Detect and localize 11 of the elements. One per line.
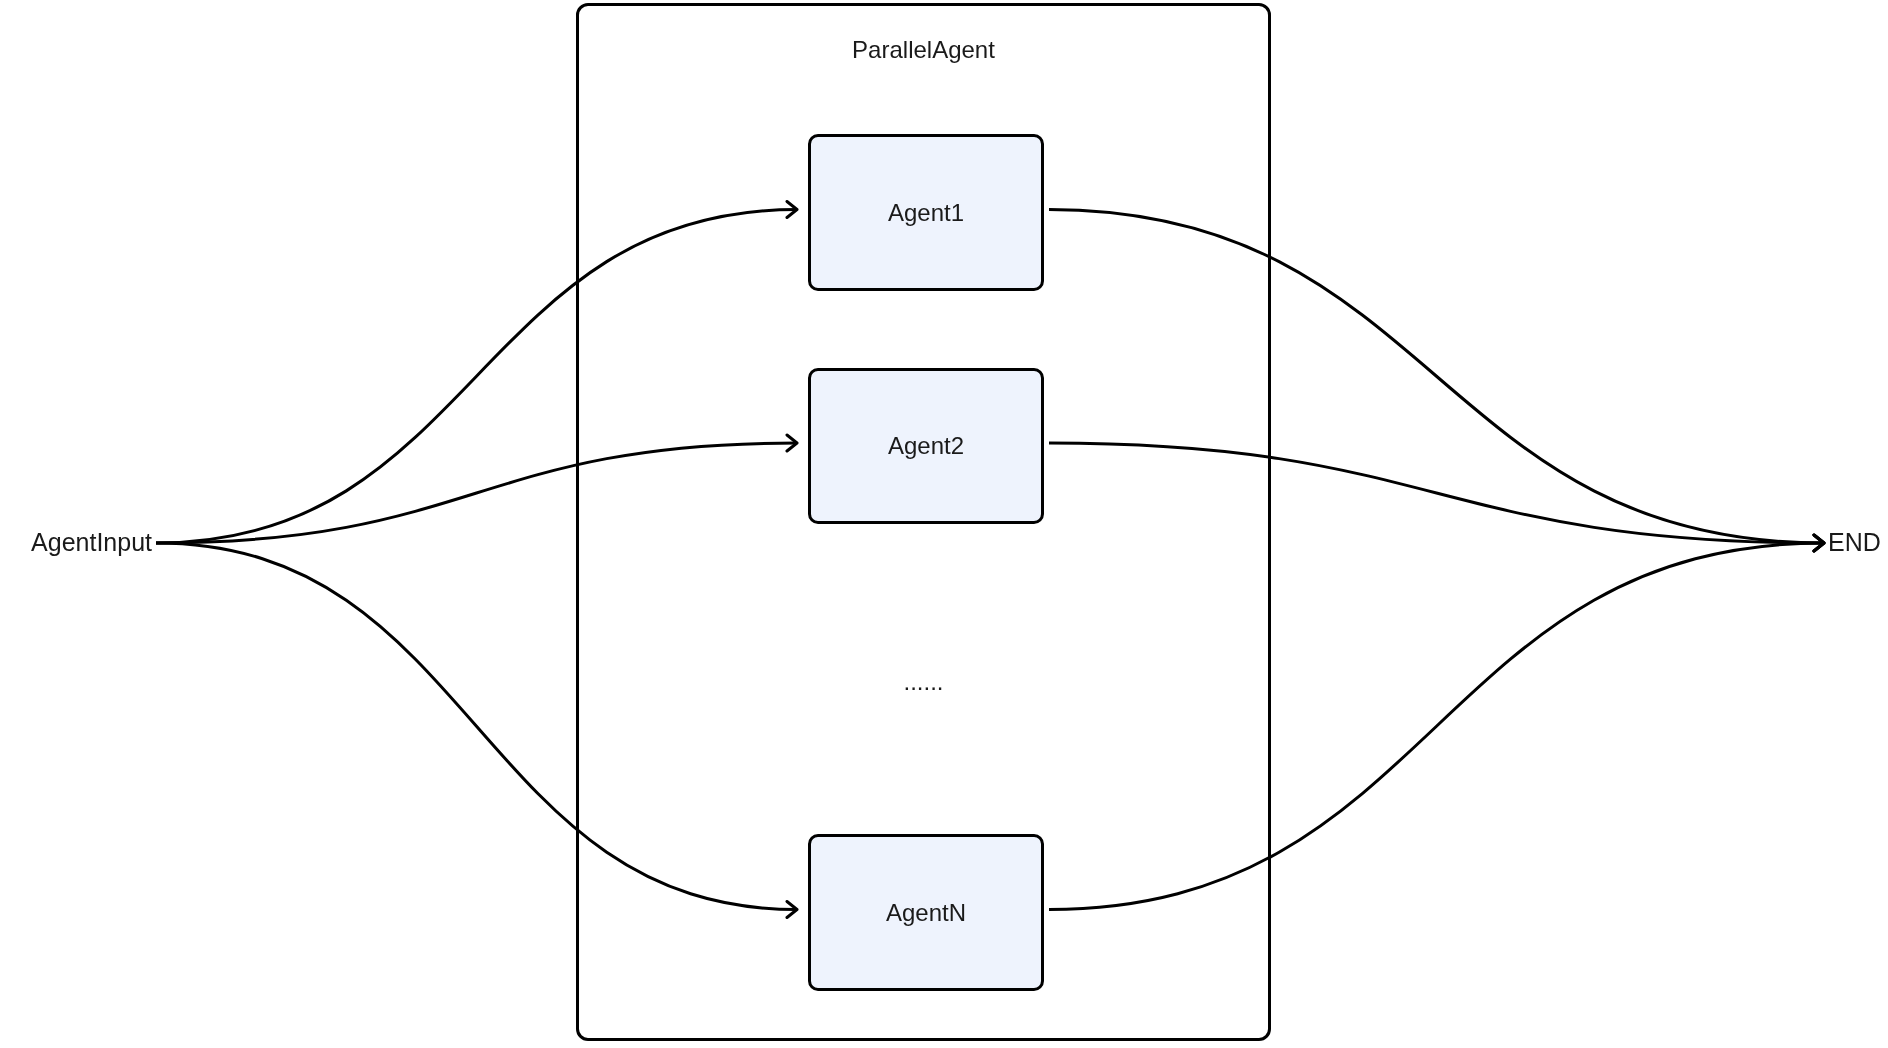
endpoint-label: AgentInput [0,525,152,561]
container-title: ParallelAgent [852,35,995,65]
endpoint-label: END [1828,525,1886,561]
group-container [576,3,1271,1041]
agent-box: Agent2 [808,368,1044,524]
arrow [1048,534,1826,911]
ellipsis-text: ...... [903,667,944,697]
arrow [155,541,799,918]
agent-box: AgentN [808,834,1044,991]
agent-box: Agent1 [808,134,1044,291]
arrow [155,433,799,545]
